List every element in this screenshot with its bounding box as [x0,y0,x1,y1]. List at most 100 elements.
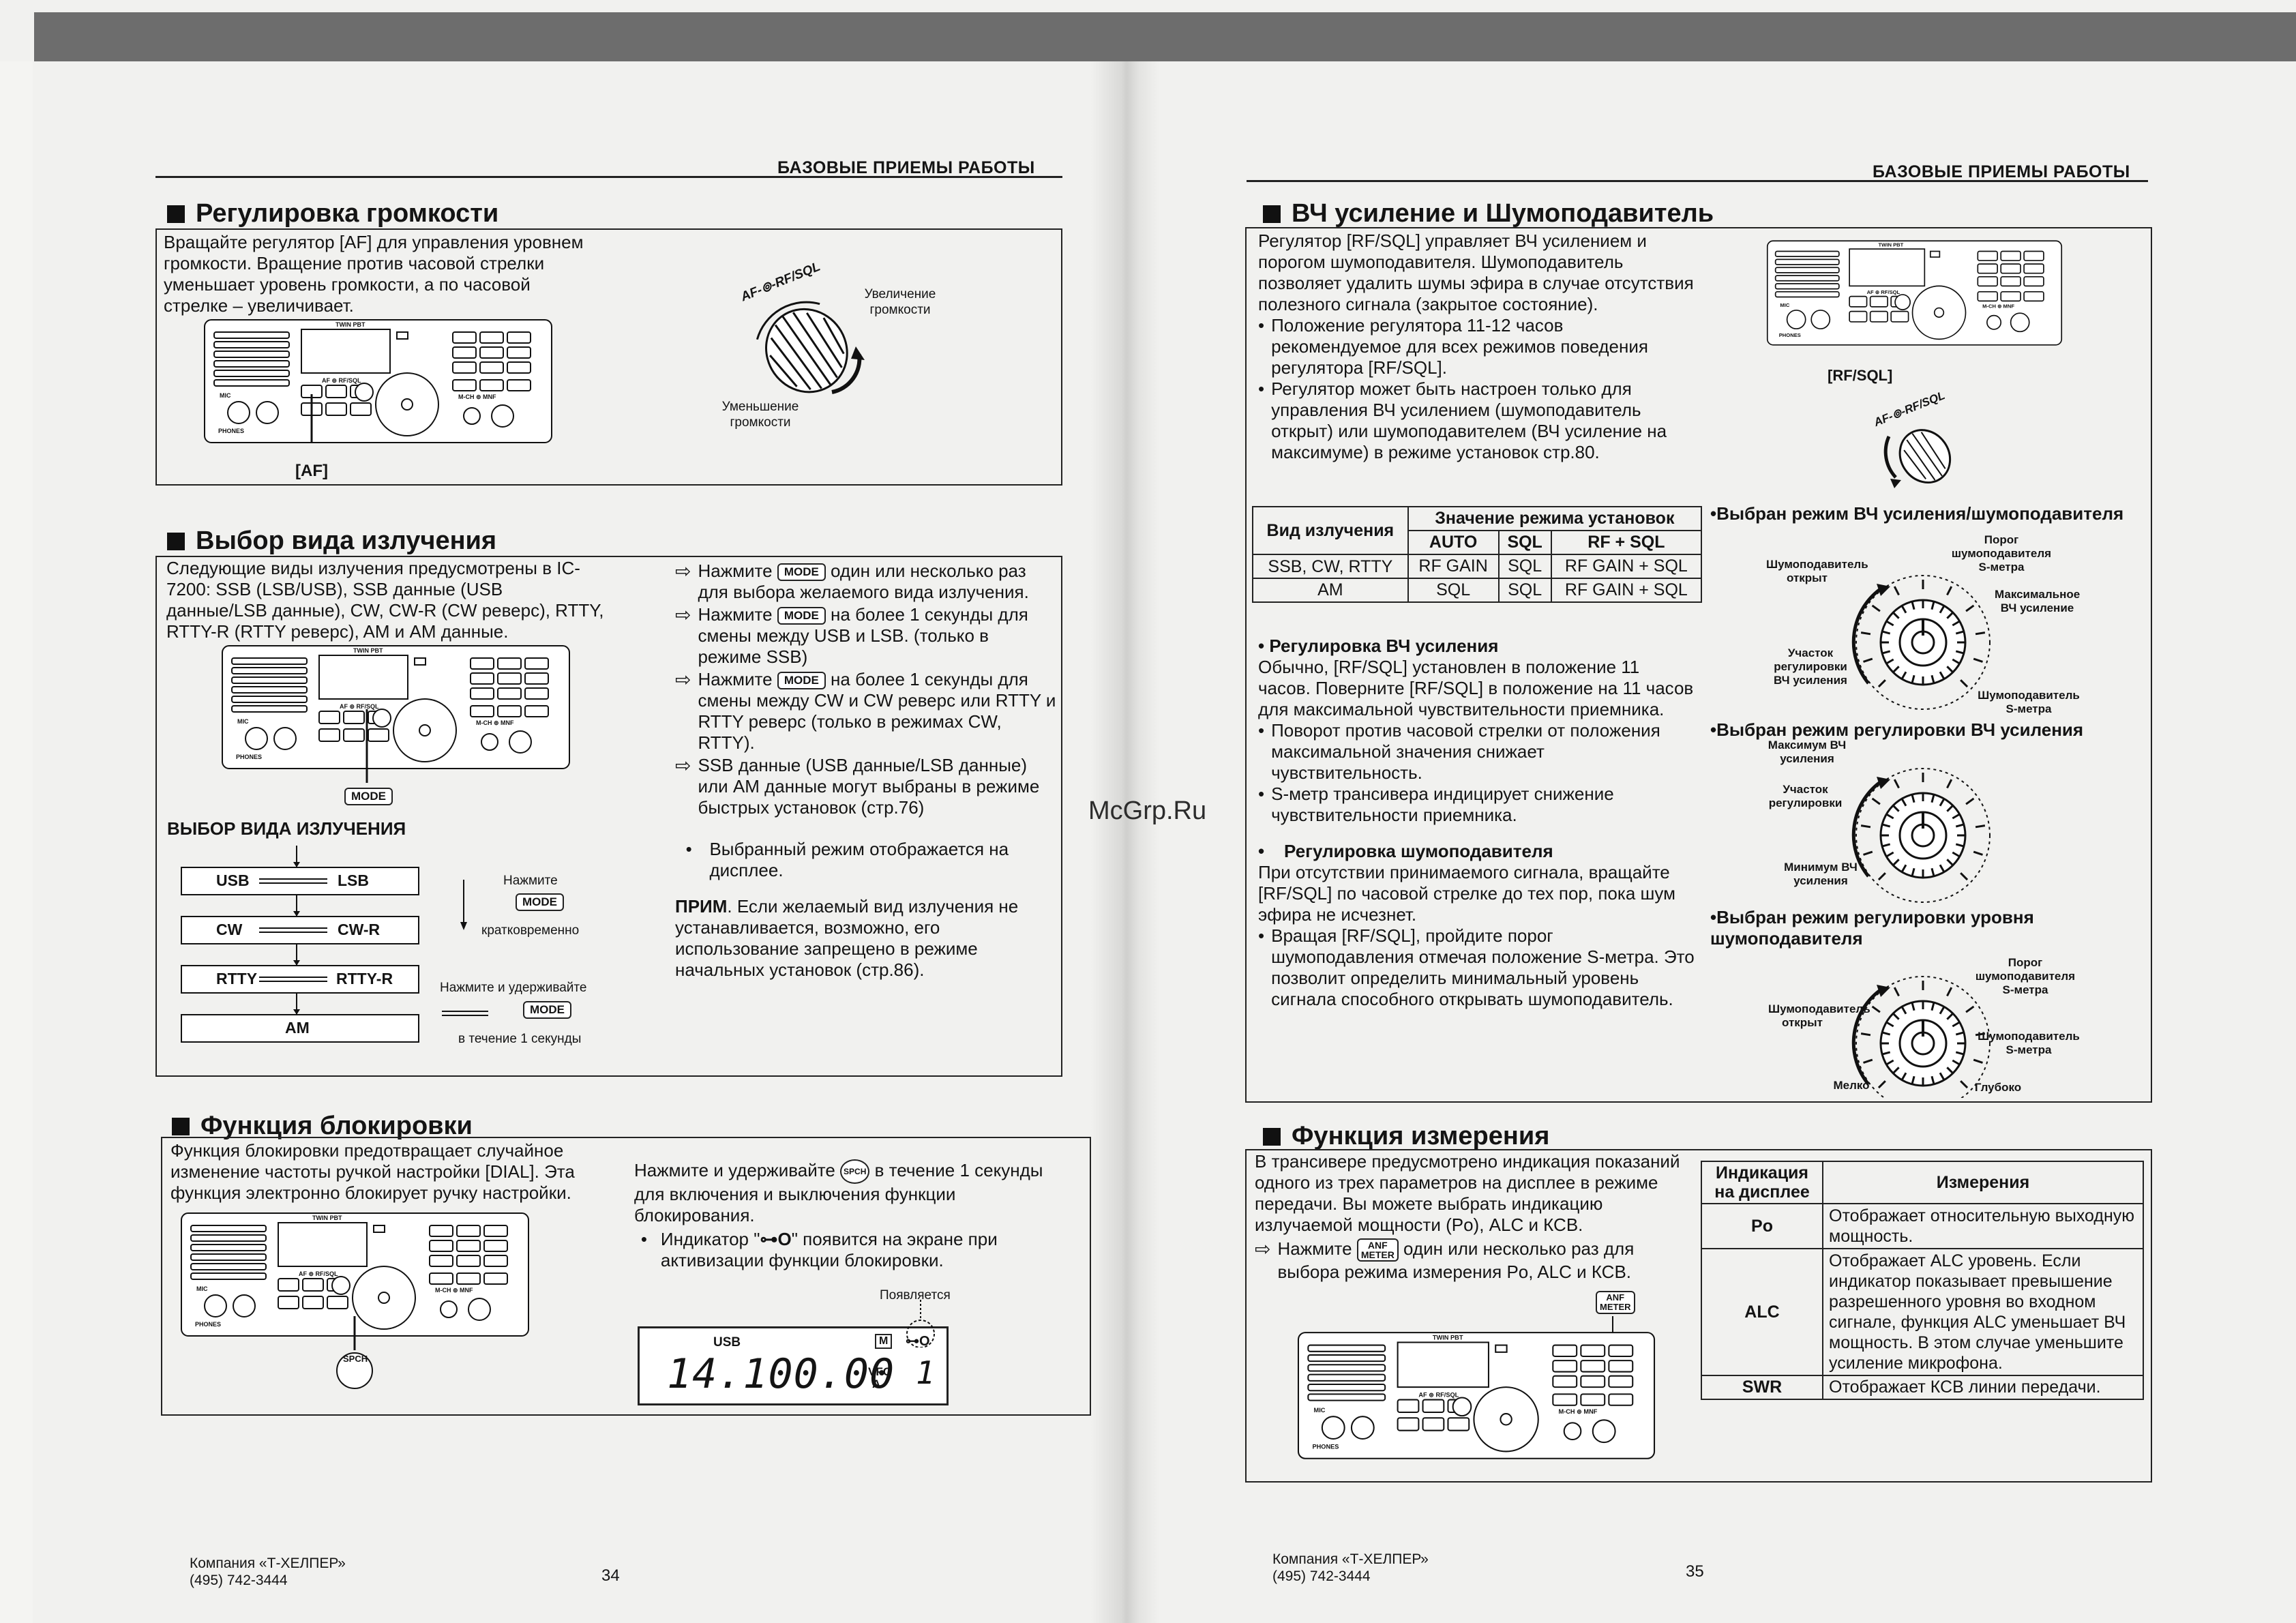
table-row: Вид излучения Значение режима установок [1252,506,1703,555]
legend-mode-key-hold: MODE [523,1001,571,1019]
table-row: AUTO SQL RF + SQL [1253,530,1703,555]
panel-label-af-rf: AF ⊚ RF/SQL [1418,1391,1459,1398]
mode-pointer-line [366,709,368,783]
spch-callout-label: SPCH [343,1354,368,1364]
book-gutter [1091,61,1159,1623]
increase-label: Увеличение громкости [864,287,936,317]
table-row: SWR Отображает КСВ линии передачи. [1701,1375,2144,1400]
table-cell: Отображает ALC уровень. Если индикатор п… [1822,1248,2144,1376]
table-cell: SWR [1701,1375,1823,1400]
rf-knob-illustration [1883,429,1952,488]
table-cell: Отображает относительную выходную мощнос… [1822,1203,2144,1249]
dial1-illustration [1851,575,1991,710]
spch-key-icon: SPCH [840,1159,870,1184]
spch-callout [336,1316,373,1389]
rf-text: Регулятор [RF/SQL] управляет ВЧ усиление… [1258,230,1694,462]
lock-key-icon: ⊶O [760,1229,792,1249]
step-arrow-icon: ⇨ [1255,1238,1271,1260]
panel-label-twin-pbt: TWIN PBT [1879,242,1904,248]
lcd-display: USB M ⊶O 14.100.00 VFO A 1 [638,1326,949,1405]
panel-label-phones: PHONES [1779,332,1801,338]
table-col-rfsql: RF + SQL [1550,530,1703,555]
appears-pointer [906,1300,935,1347]
meter-table-header: Измерения [1822,1161,2144,1204]
lcd-channel: 1 [916,1354,935,1391]
mode-step: ⇨ Нажмите MODE один или несколько раз дл… [675,561,1029,602]
panel-label-mic: MIC [1780,302,1789,308]
rf-gain-bullet: •Поворот против часовой стрелки от полож… [1258,720,1660,783]
table-header-settings: Значение режима установок [1407,506,1703,531]
panel-label-phones: PHONES [1312,1443,1339,1450]
meter-text: В трансивере предусмотрено индикация пок… [1255,1151,1691,1283]
scan-left-edge [0,61,33,1623]
lcd-vfo: VFO A [868,1365,892,1390]
lcd-frequency: 14.100.00 [667,1350,895,1398]
section-square-icon [1263,205,1281,223]
panel-label-af-rf: AF ⊚ RF/SQL [340,703,379,710]
table-col-auto: AUTO [1407,530,1500,555]
step-arrow-icon: ⇨ [675,755,691,776]
table-cell: RF GAIN + SQL [1550,554,1703,579]
watermark: McGrp.Ru [1088,796,1207,825]
panel-label-m-ch: M-CH ⊚ MNF [458,393,496,400]
panel-label-phones: PHONES [195,1321,221,1328]
mode-box [155,556,1062,1077]
legend-double-arrow [442,1011,488,1016]
section-square-icon [1263,1127,1281,1146]
panel-label-twin-pbt: TWIN PBT [1433,1334,1463,1341]
table-cell: Отображает КСВ линии передачи. [1822,1375,2144,1400]
panel-label-m-ch: M-CH ⊚ MNF [1982,303,2014,310]
panel-label-mic: MIC [237,718,249,725]
meter-table-header: Индикация на дисплее [1701,1161,1823,1204]
legend-press-hold: Нажмите и удерживайте [440,981,587,995]
mode-steps: ⇨ Нажмите MODE один или несколько раз дл… [675,561,1057,981]
rf-gain-title: • Регулировка ВЧ усиления [1258,636,1499,656]
legend-down-arrow [460,880,467,930]
section-square-icon [167,532,185,550]
lcd-lock-icon: ⊶O [906,1334,930,1349]
dial1-label: Шумоподавитель S-метра [1978,689,2080,715]
dial3-label: Глубоко [1974,1081,2022,1094]
panel-label-m-ch: M-CH ⊚ MNF [1559,1408,1598,1415]
legend-press: Нажмите [503,874,558,888]
mode-step: ⇨ Нажмите MODE на более 1 секунды для см… [675,669,1056,753]
mode-flow-diagram [181,846,419,1043]
panel-label-phones: PHONES [236,754,262,760]
rf-settings-table: Вид излучения Значение режима установок … [1252,506,1703,603]
dial2-label: Максимум ВЧ усиления [1768,739,1847,765]
dial3-illustration [1851,976,1991,1098]
volume-box [155,228,1062,486]
mode-step: ⇨ Нажмите MODE на более 1 секунды для см… [675,604,1028,667]
mode-bullet: • Выбранный режим отображается на диспле… [685,839,1009,880]
dial1-label: Участок регулировки ВЧ усиления [1774,646,1847,687]
mode-rtty: RTTY [216,970,258,987]
lock-instructions: Нажмите и удерживайте SPCH в течение 1 с… [634,1159,1071,1271]
step-arrow-icon: ⇨ [675,561,691,582]
rf-box [1245,227,2152,1103]
header-rule [1247,180,2148,182]
lock-bullet: • Индикатор "⊶O" появится на экране при … [640,1229,998,1270]
panel-label-af-rf: AF ⊚ RF/SQL [1867,289,1900,295]
table-row: ALC Отображает ALC уровень. Если индикат… [1701,1248,2144,1376]
table-header-mode: Вид излучения [1252,506,1409,555]
mode-note: ПРИМ. Если желаемый вид излучения не уст… [675,896,1019,980]
dial1-title: •Выбран режим ВЧ усиления/шумоподавителя [1710,503,2124,524]
dial1-label: Максимальное ВЧ усиление [1995,588,2081,614]
table-cell: SQL [1497,554,1552,579]
rf-gain-section: • Регулировка ВЧ усиления Обычно, [RF/SQ… [1258,636,1695,1009]
dial3-label: Шумоподавитель открыт [1768,1002,1870,1029]
page-number-left: 34 [601,1566,620,1585]
footer-left: Компания «Т-ХЕЛПЕР» (495) 742-3444 [190,1555,346,1588]
sq-title: • Регулировка шумоподавителя [1258,841,1553,861]
volume-section-title: Регулировка громкости [167,199,498,228]
dial3-label: Шумоподавитель S-метра [1978,1030,2080,1056]
panel-label-mic: MIC [196,1285,208,1292]
table-cell: RF GAIN + SQL [1550,578,1703,603]
page-number-right: 35 [1686,1562,1704,1581]
